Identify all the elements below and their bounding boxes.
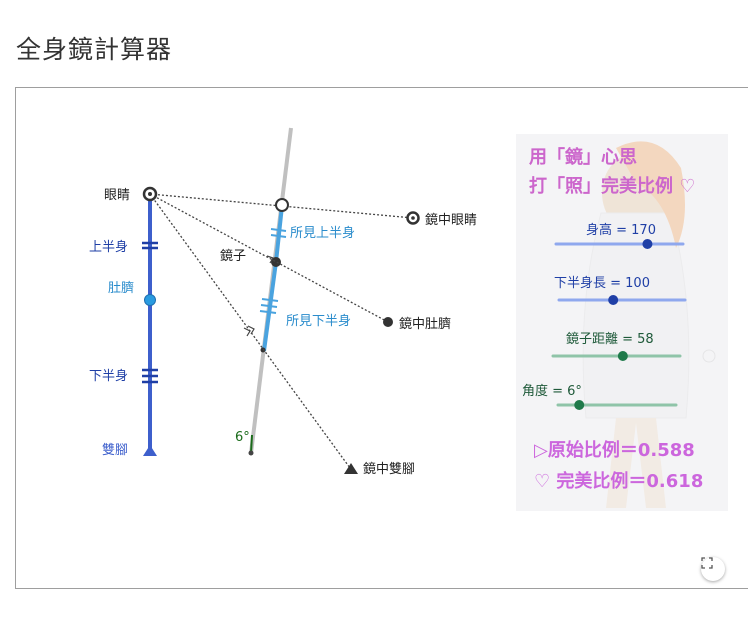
diagram-canvas[interactable]: 用「鏡」心思 打「照」完美比例 ♡ 身高 = 170 下半身長 = 100 鏡子…	[16, 88, 748, 589]
mirror-images: 鏡中眼睛 鏡中肚臍 鏡中雙腳	[344, 211, 477, 477]
mirror-label: 鏡子	[220, 249, 246, 264]
figure-illustration	[582, 141, 716, 508]
seen-lower-ticks	[259, 298, 279, 314]
slider-mirror-distance-knob[interactable]	[617, 351, 628, 361]
seen-upper-segment	[274, 205, 284, 263]
navel-point[interactable]	[144, 294, 156, 306]
ray-eye-to-mirror-navel	[149, 193, 389, 323]
body-figure[interactable]: 眼睛 上半身 肚臍 下半身 雙腳	[89, 186, 158, 458]
lower-body-ticks	[142, 368, 158, 384]
slider-height-label: 身高 = 170	[586, 222, 656, 238]
seen-upper-label: 所見上半身	[290, 225, 355, 241]
mirror-feet-triangle-icon[interactable]	[344, 463, 358, 474]
geometry-applet[interactable]: 用「鏡」心思 打「照」完美比例 ♡ 身高 = 170 下半身長 = 100 鏡子…	[15, 87, 748, 589]
seen-upper-ticks	[270, 228, 287, 238]
original-ratio-text: ▷原始比例＝0.588	[534, 439, 695, 461]
mirror-lower-point	[260, 347, 266, 353]
upper-body-ticks	[142, 241, 158, 250]
slider-height-knob[interactable]	[642, 239, 653, 249]
slider-mirror-distance-label: 鏡子距離 = 58	[566, 332, 654, 347]
angle-arc	[250, 434, 253, 454]
slider-angle-knob[interactable]	[574, 400, 585, 410]
fullscreen-icon	[701, 557, 713, 569]
mirror-navel-label: 鏡中肚臍	[399, 316, 451, 332]
mirror-navel-point[interactable]	[383, 317, 393, 327]
feet-label: 雙腳	[102, 443, 128, 458]
slider-angle-label: 角度 = 6°	[522, 383, 582, 399]
panel-heading-line2: 打「照」完美比例 ♡	[529, 175, 695, 197]
ratio-panel: 用「鏡」心思 打「照」完美比例 ♡ 身高 = 170 下半身長 = 100 鏡子…	[516, 134, 728, 511]
angle-label: 6°	[235, 430, 250, 445]
panel-heading-line1: 用「鏡」心思	[529, 146, 637, 168]
slider-lower-body-label: 下半身長 = 100	[554, 275, 650, 291]
eyes-label: 眼睛	[104, 188, 130, 203]
mirror-base-point	[248, 450, 254, 456]
mirror-point[interactable]	[271, 257, 281, 267]
light-rays	[149, 193, 414, 469]
lower-body-label: 下半身	[89, 368, 128, 384]
navel-label: 肚臍	[108, 280, 134, 296]
fullscreen-button[interactable]	[701, 557, 725, 581]
feet-triangle-icon[interactable]	[143, 445, 157, 456]
mirror[interactable]: 6° 鏡子 所見上半身 所見下半身	[220, 127, 355, 456]
slider-lower-body-knob[interactable]	[608, 295, 619, 305]
seen-lower-label: 所見下半身	[286, 313, 351, 329]
panel-background	[516, 134, 728, 511]
page-title: 全身鏡計算器	[16, 35, 173, 64]
mirror-top-marker	[275, 198, 289, 212]
perfect-ratio-text: ♡ 完美比例＝0.618	[534, 470, 703, 492]
eye-point-center	[148, 192, 152, 196]
mirror-feet-label: 鏡中雙腳	[363, 462, 415, 477]
upper-body-label: 上半身	[89, 239, 128, 255]
mirror-eye-center	[411, 216, 415, 220]
mirror-eyes-label: 鏡中眼睛	[425, 213, 477, 228]
